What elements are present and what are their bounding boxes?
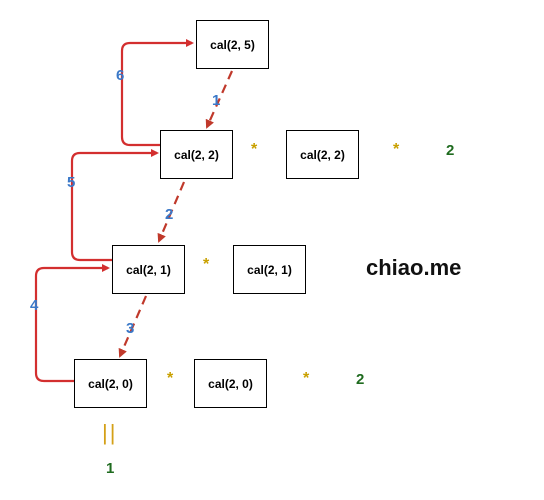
node-cal-2-5: cal(2, 5) [196, 20, 269, 69]
step-label-4: 4 [30, 297, 39, 314]
node-cal-2-1-duplicate: cal(2, 1) [233, 245, 306, 294]
call-arrow-3 [118, 295, 148, 358]
multiply-operator: * [251, 141, 258, 158]
call-arrow-1 [205, 70, 234, 129]
base-case-value: 1 [106, 460, 115, 477]
node-cal-2-2-duplicate: cal(2, 2) [286, 130, 359, 179]
multiply-operator: * [393, 141, 400, 158]
multiply-operator: * [303, 370, 310, 387]
node-cal-2-1: cal(2, 1) [112, 245, 185, 294]
node-cal-2-2: cal(2, 2) [160, 130, 233, 179]
step-label-3: 3 [126, 320, 135, 337]
multiply-operator: * [203, 256, 210, 273]
step-label-6: 6 [116, 67, 125, 84]
step-label-1: 1 [212, 92, 221, 109]
call-arrow-2 [157, 181, 186, 243]
equals-sign: || [102, 420, 118, 445]
return-arrow-6 [120, 39, 194, 147]
return-arrow-5 [70, 149, 159, 262]
node-cal-2-0-duplicate: cal(2, 0) [194, 359, 267, 408]
step-label-2: 2 [165, 206, 174, 223]
constant-factor: 2 [356, 371, 365, 388]
return-arrow-4 [34, 264, 110, 383]
step-label-5: 5 [67, 174, 76, 191]
multiply-operator: * [167, 370, 174, 387]
node-cal-2-0: cal(2, 0) [74, 359, 147, 408]
watermark-text: chiao.me [366, 255, 462, 280]
constant-factor: 2 [446, 142, 455, 159]
